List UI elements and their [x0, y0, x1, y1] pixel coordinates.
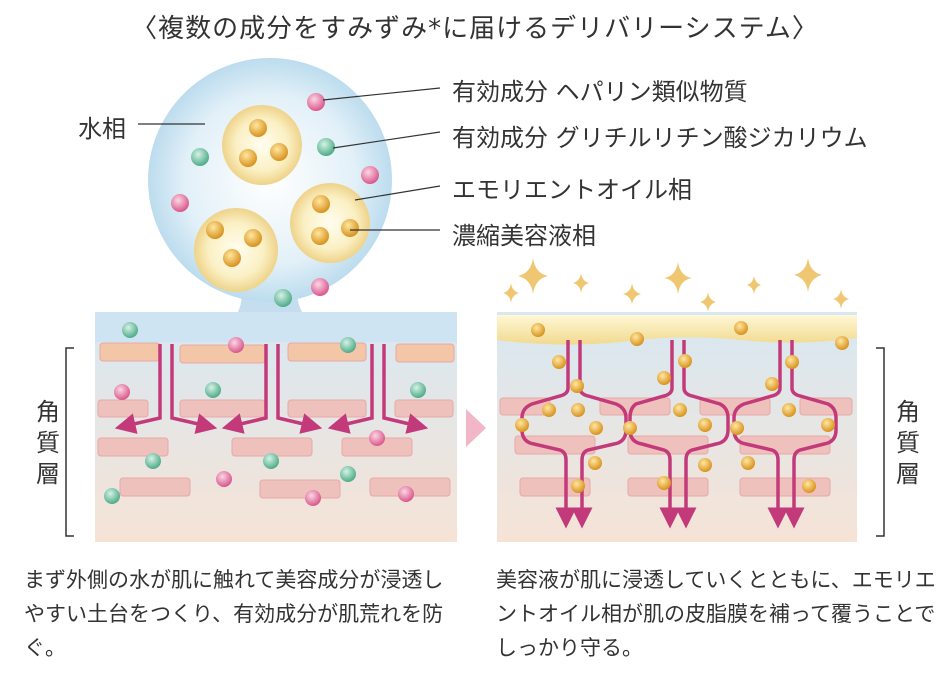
page-title: 〈複数の成分をすみずみ*に届けるデリバリーシステム〉: [131, 14, 819, 44]
leader-lines: [138, 87, 441, 231]
caption-right: 美容液が肌に浸透していくとともに、エモリエントオイル相が肌の皮脂膜を補って覆うこ…: [496, 568, 936, 660]
penetration-arrows: [114, 344, 429, 434]
label-water-phase: 水相: [78, 115, 126, 143]
transition-arrow: [466, 409, 486, 447]
left-pink-dots: [114, 337, 414, 506]
serum-gold-dots: [206, 119, 359, 267]
sparkle-icons: [503, 258, 849, 312]
emulsion-sphere: [148, 58, 392, 312]
left-bracket: [65, 347, 74, 537]
heparin-pink-dots: [171, 93, 379, 296]
label-stratum-corneum-left: 角質層: [36, 398, 60, 488]
label-emollient-oil: エモリエントオイル相: [452, 176, 692, 204]
label-glycyrrhizin: 有効成分 グリチルリチン酸ジカリウム: [452, 124, 868, 152]
glycyrrhizin-green-dots: [191, 138, 335, 307]
skin-cells: [97, 342, 455, 499]
left-green-dots: [104, 322, 426, 504]
left-skin-panel: [95, 312, 457, 542]
right-gold-dots: [515, 321, 849, 493]
right-skin-panel: [497, 312, 857, 542]
label-stratum-corneum-right: 角質層: [896, 398, 920, 488]
label-heparin: 有効成分 ヘパリン類似物質: [452, 78, 748, 106]
caption-left: まず外側の水が肌に触れて美容成分が浸透しやすい土台をつくり、有効成分が肌荒れを防…: [24, 568, 444, 660]
label-concentrated-serum: 濃縮美容液相: [452, 222, 596, 250]
right-bracket: [876, 347, 885, 537]
